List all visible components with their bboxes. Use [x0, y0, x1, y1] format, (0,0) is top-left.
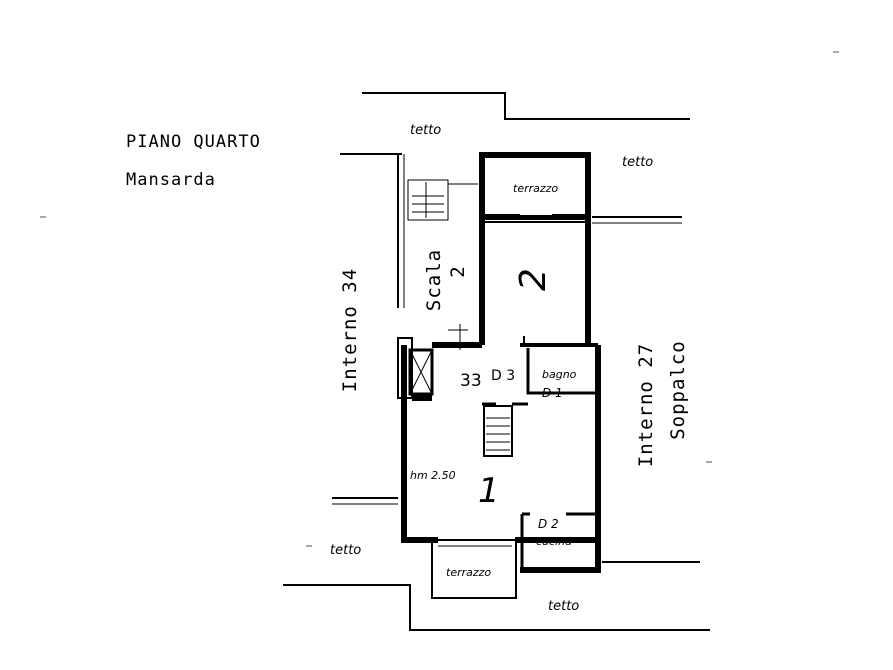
interno-27-label: Interno 27 — [635, 343, 657, 467]
stair-shaft-left — [397, 154, 478, 308]
room-2-number: 2 — [513, 268, 554, 291]
roof-label-bottom-left: tetto — [330, 543, 361, 558]
floor-subtitle: Mansarda — [126, 170, 216, 190]
cucina-label: cucina — [536, 535, 572, 548]
roof-label-bottom-right: tetto — [548, 599, 579, 614]
scala-label: Scala — [423, 249, 445, 311]
unit-number: 33 — [460, 371, 482, 391]
bagno-label: bagno — [542, 368, 577, 381]
apartment-walls — [397, 337, 601, 573]
soppalco-label: Soppalco — [667, 340, 689, 440]
interior-stair — [483, 405, 513, 457]
terrace-bottom-label: terrazzo — [446, 566, 491, 579]
door-d1-label: D 1 — [542, 386, 563, 400]
ceiling-height-label: hm 2.50 — [410, 469, 456, 482]
room-1-number: 1 — [478, 471, 500, 511]
interior-partitions — [448, 324, 598, 570]
roof-label-top-left: tetto — [410, 123, 441, 138]
roof-label-top-right: tetto — [622, 155, 653, 170]
scan-specks — [40, 51, 839, 547]
terrace-top — [479, 152, 591, 220]
terrace-bottom — [431, 539, 517, 599]
terrace-top-label: terrazzo — [513, 182, 558, 195]
interno-34-label: Interno 34 — [339, 268, 361, 392]
door-d3-label: D 3 — [491, 368, 515, 384]
roof-outline — [283, 92, 710, 631]
scala-number: 2 — [447, 266, 469, 277]
cucina-code-label: D 2 — [538, 517, 559, 531]
floor-title: PIANO QUARTO — [126, 132, 261, 152]
room-2-walls — [479, 217, 591, 346]
